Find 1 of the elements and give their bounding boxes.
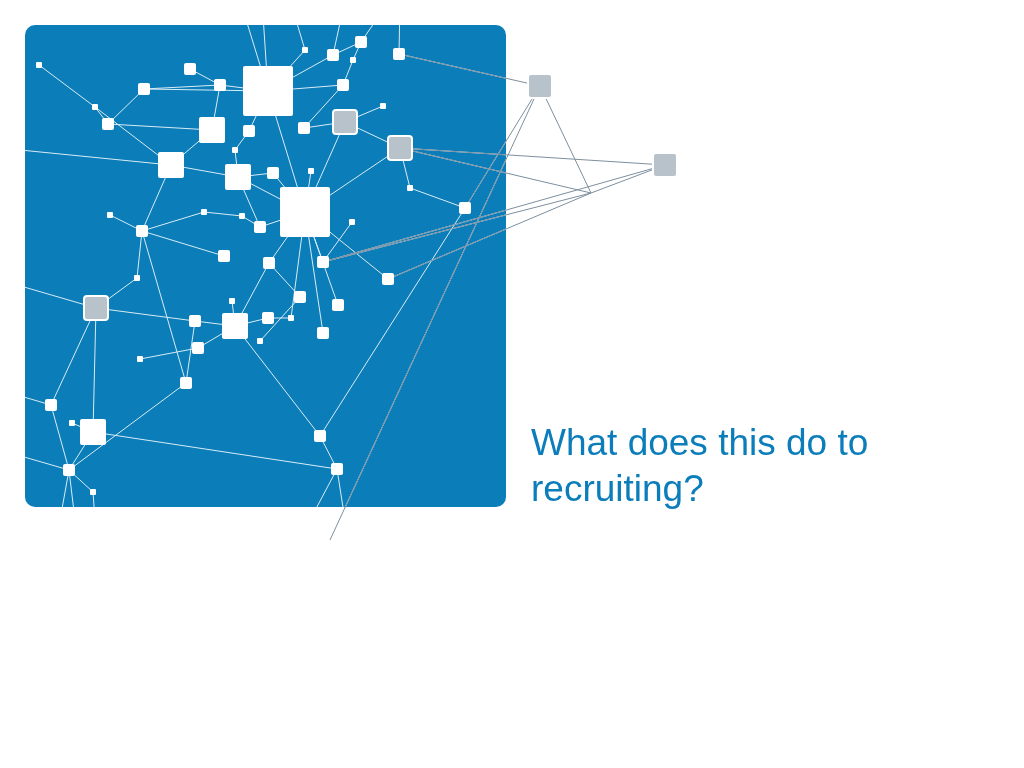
slide-title: What does this do to recruiting?	[531, 421, 870, 511]
